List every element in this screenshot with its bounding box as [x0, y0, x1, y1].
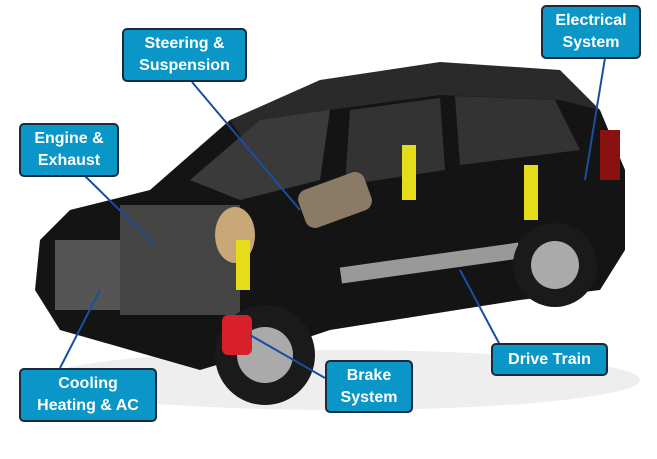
label-drive-train: Drive Train [491, 343, 608, 376]
label-text: Engine & [34, 130, 104, 147]
leader-electrical [584, 57, 606, 181]
rear-window [455, 96, 580, 165]
label-text: Brake [346, 366, 392, 384]
label-electrical-system: Electrical System [541, 5, 641, 59]
label-text: Cooling [58, 375, 118, 392]
tail-light [600, 130, 620, 180]
windshield [190, 110, 330, 200]
rear-spring-right [524, 165, 538, 220]
leader-brake [249, 334, 326, 379]
steering-column [298, 172, 372, 228]
car-roof [230, 62, 600, 150]
label-cooling-heating-ac: Cooling Heating & AC [19, 368, 157, 422]
drive-shaft [339, 242, 521, 284]
label-engine-exhaust: Engine & Exhaust [19, 123, 119, 177]
rear-spring-left [402, 145, 416, 200]
label-text: Heating & AC [37, 397, 139, 414]
label-text: System [562, 34, 620, 51]
label-text: Steering & [144, 35, 225, 52]
label-brake-system: Brake System [325, 360, 413, 413]
leader-drive [459, 269, 501, 346]
label-text: System [340, 388, 398, 406]
leader-engine [84, 175, 156, 246]
leader-steering [191, 81, 301, 211]
label-steering-suspension: Steering & Suspension [122, 28, 247, 82]
brake-caliper [222, 315, 252, 355]
label-text: Exhaust [37, 152, 101, 169]
label-text: Suspension [139, 57, 230, 74]
leader-lines [59, 57, 606, 379]
radiator [55, 240, 125, 310]
label-text: Electrical [555, 12, 627, 29]
label-text: Drive Train [508, 350, 591, 368]
leader-cooling [59, 289, 101, 369]
side-window [345, 98, 445, 185]
front-spring [236, 240, 250, 290]
